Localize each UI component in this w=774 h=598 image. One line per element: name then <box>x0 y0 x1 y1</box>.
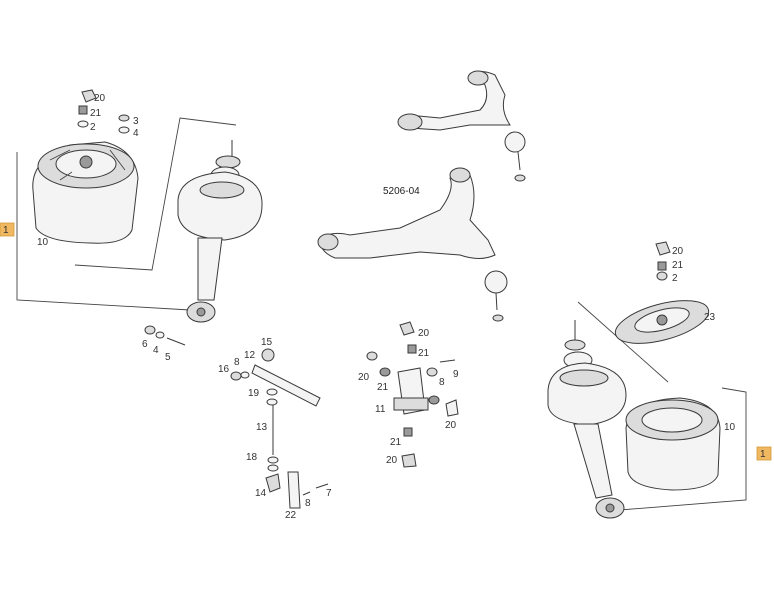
nut-left-top[interactable] <box>77 89 130 134</box>
bolt-set-left[interactable] <box>144 325 186 346</box>
callout-6: 6 <box>142 339 148 350</box>
lower-control-arm[interactable]: 5206-04 <box>317 167 508 322</box>
callout-4: 4 <box>153 345 159 356</box>
callout-7: 7 <box>326 488 332 499</box>
callout-2: 2 <box>90 122 96 133</box>
top-mount-right[interactable] <box>611 241 713 352</box>
right-marker-box[interactable] <box>756 446 772 461</box>
callout-21: 21 <box>672 260 684 271</box>
callout-2: 2 <box>672 273 678 284</box>
callout-4: 4 <box>133 128 139 139</box>
callout-13: 13 <box>256 422 268 433</box>
callout-20: 20 <box>672 246 684 257</box>
left-group-bracket: 1 <box>0 117 237 311</box>
callout-10: 10 <box>37 237 49 248</box>
callout-23: 23 <box>704 312 716 323</box>
callout-18: 18 <box>246 452 258 463</box>
valve-block[interactable] <box>366 321 459 468</box>
upper-control-arm[interactable] <box>397 70 526 182</box>
air-spring-left[interactable] <box>32 141 139 244</box>
callout-21: 21 <box>90 108 102 119</box>
callout-8: 8 <box>305 498 311 509</box>
callout-21: 21 <box>418 348 430 359</box>
callout-21: 21 <box>377 382 389 393</box>
callout-20: 20 <box>386 455 398 466</box>
callout-15: 15 <box>261 337 273 348</box>
callout-20: 20 <box>94 93 106 104</box>
right-group-bracket: 1 <box>577 301 772 511</box>
callout-8: 8 <box>234 357 240 368</box>
callout-22: 22 <box>285 510 297 521</box>
callout-19: 19 <box>248 388 260 399</box>
right-marker-label: 1 <box>760 449 766 460</box>
callout-12: 12 <box>244 350 256 361</box>
callout-20: 20 <box>418 328 430 339</box>
callout-9: 9 <box>453 369 459 380</box>
callout-16: 16 <box>218 364 230 375</box>
shock-absorber-left[interactable] <box>177 140 263 323</box>
height-sensor-linkage[interactable] <box>230 348 329 509</box>
callout-11: 11 <box>375 404 386 415</box>
callout-3: 3 <box>133 116 139 127</box>
shock-absorber-right[interactable] <box>547 320 627 519</box>
part-group-code: 5206-04 <box>383 186 420 197</box>
callout-20: 20 <box>358 372 370 383</box>
callout-10: 10 <box>724 422 736 433</box>
left-marker-label: 1 <box>3 225 9 236</box>
callout-20: 20 <box>445 420 457 431</box>
air-spring-right[interactable] <box>625 397 721 491</box>
callout-labels: 20 21 2 3 4 10 6 4 5 12 15 16 8 19 13 18… <box>37 93 736 521</box>
left-marker-box[interactable] <box>0 222 15 237</box>
callout-8: 8 <box>439 377 445 388</box>
callout-14: 14 <box>255 488 267 499</box>
callout-5: 5 <box>165 352 171 363</box>
callout-21: 21 <box>390 437 402 448</box>
